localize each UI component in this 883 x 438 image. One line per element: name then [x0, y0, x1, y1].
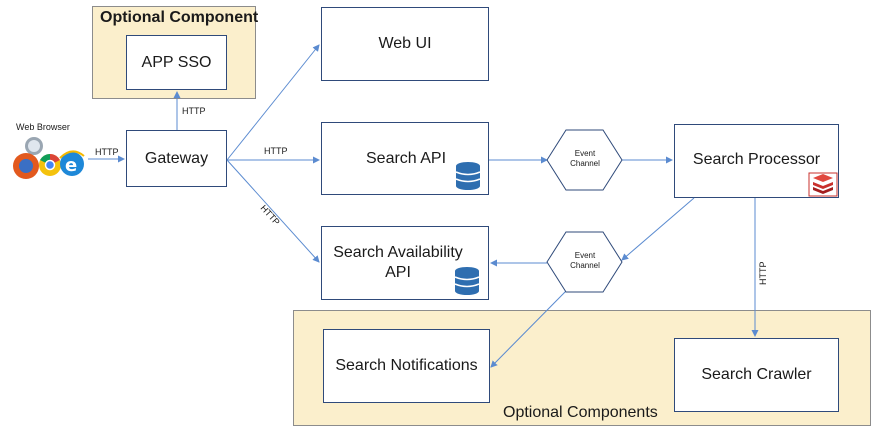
event-channel-2-label: Event Channel	[560, 251, 610, 271]
optional-component-title: Optional Component	[100, 9, 259, 26]
edge-label-processor-crawler: HTTP	[758, 261, 768, 286]
gateway-box: Gateway	[126, 130, 227, 187]
event-channel-2-line1: Event	[574, 251, 596, 260]
search-crawler-box: Search Crawler	[674, 338, 839, 412]
edge-label-browser-gateway: HTTP	[95, 147, 119, 157]
search-api-label: Search API	[366, 149, 447, 167]
optional-components-title: Optional Components	[503, 404, 658, 421]
event-channel-1-label: Event Channel	[560, 149, 610, 169]
event-channel-1-line2: Channel	[570, 159, 600, 168]
edge-channel2-notifications	[490, 290, 567, 368]
edge-processor-channel2	[621, 197, 695, 261]
database-icon	[454, 267, 480, 295]
edge-label-gateway-sso: HTTP	[182, 106, 206, 116]
search-availability-label-2: API	[385, 264, 411, 281]
search-processor-label: Search Processor	[692, 151, 821, 168]
event-channel-2-hexagon	[546, 231, 623, 293]
app-sso-box: APP SSO	[126, 35, 227, 90]
event-channel-2-line2: Channel	[570, 261, 600, 270]
web-browser-label: Web Browser	[16, 122, 70, 132]
browser-logos-icon: e	[13, 137, 85, 179]
redis-icon	[808, 172, 838, 197]
svg-text:e: e	[65, 155, 77, 176]
edge-gateway-web-ui	[226, 44, 320, 161]
event-channel-1-hexagon	[546, 129, 623, 191]
event-channel-1-line1: Event	[574, 149, 596, 158]
search-notifications-box: Search Notifications	[323, 329, 490, 403]
edge-gateway-availability	[226, 159, 320, 263]
database-icon	[455, 162, 481, 190]
search-availability-label-1: Search Availability	[333, 244, 463, 261]
web-ui-box: Web UI	[321, 7, 489, 81]
edge-label-gateway-search-api: HTTP	[264, 146, 288, 156]
